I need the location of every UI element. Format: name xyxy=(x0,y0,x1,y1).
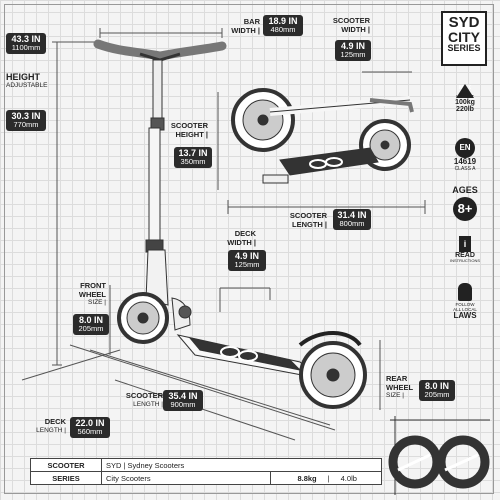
police-icon xyxy=(458,283,472,301)
en-class: CLASS A xyxy=(454,165,476,172)
max-weight-lb: 220lb xyxy=(456,106,474,114)
ages-icon: AGES 8+ xyxy=(440,186,490,221)
en-code: 14619 xyxy=(453,157,477,166)
read-label: READ xyxy=(455,252,475,259)
deck-logo xyxy=(220,346,258,362)
follow-laws-icon: FOLLOW ALL LOCAL LAWS xyxy=(440,283,490,321)
spec-value: SYD | Sydney Scooters xyxy=(101,458,382,472)
table-row: SCOOTER SYD | Sydney Scooters xyxy=(30,458,382,472)
specs-table: SCOOTER SYD | Sydney Scooters SERIES Cit… xyxy=(30,458,382,485)
spec-key: SCOOTER xyxy=(30,458,102,472)
main-scooter xyxy=(93,39,367,409)
brand-line1: SYD xyxy=(448,14,480,31)
table-row: SERIES City Scooters 8.8kg | 4.0lb xyxy=(30,471,382,485)
instructions-label: INSTRUCTIONS xyxy=(450,258,480,264)
info-icon: i xyxy=(459,236,471,252)
en-standard-icon: EN 14619 CLASS A xyxy=(440,138,490,172)
follow-label: FOLLOW xyxy=(455,302,475,307)
max-weight-icon: MAX WEIGHT 100kg 220lb xyxy=(440,84,490,114)
brand-line3: SERIES xyxy=(447,43,481,53)
brand-badge: SYD CITY SERIES xyxy=(441,11,487,66)
all-local-label: ALL LOCAL xyxy=(453,306,477,312)
border-frame xyxy=(4,4,494,494)
spec-sep: | xyxy=(320,471,337,485)
syd-logo xyxy=(388,416,490,495)
laws-label: LAWS xyxy=(453,311,477,321)
max-weight-kg: 100kg xyxy=(455,99,475,106)
folded-scooter xyxy=(231,88,414,184)
ages-value: 8+ xyxy=(453,197,477,221)
spec-value: City Scooters xyxy=(101,471,271,485)
spec-weight-lb: 4.0lb xyxy=(336,471,382,485)
read-instructions-icon: i READ INSTRUCTIONS xyxy=(440,236,490,263)
en-badge: EN xyxy=(455,138,475,158)
spec-weight: 8.8kg xyxy=(269,471,321,485)
ages-label: AGES xyxy=(452,185,478,195)
brand-line2: CITY xyxy=(448,29,480,45)
spec-key: SERIES xyxy=(30,471,102,485)
